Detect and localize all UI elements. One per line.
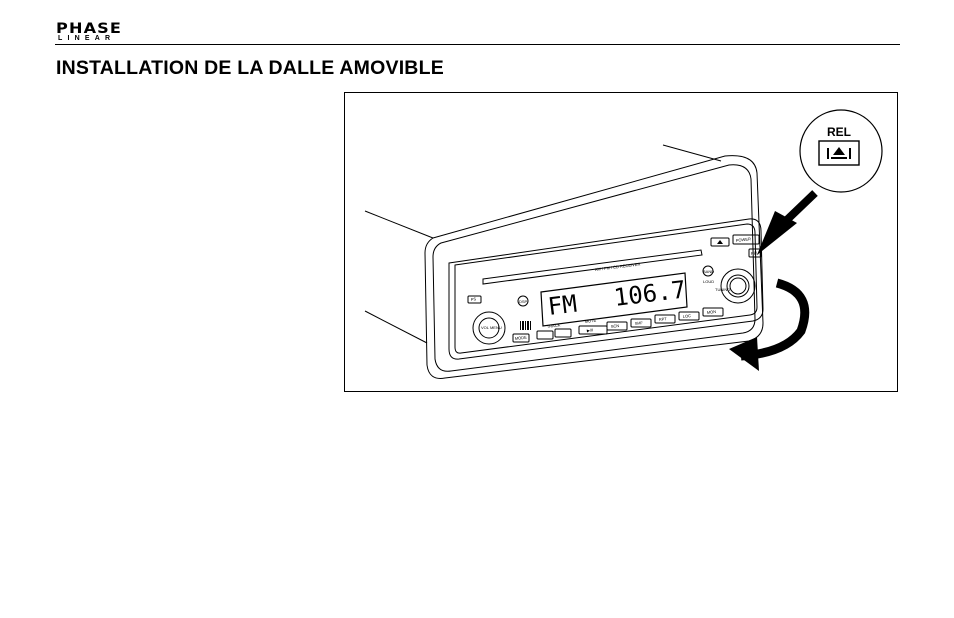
scn-label: SCN [611,323,620,329]
loud-label: LOUD [703,279,714,284]
removal-arrow [729,278,810,371]
faceplate [448,218,764,360]
installation-figure: AM / FM / CD RECEIVER FM 106.7 POWER PS … [344,92,898,392]
chassis-lines [364,144,764,379]
vol-label: VOL MENU [481,325,502,330]
dsp-label: DSP [519,299,528,304]
brand-logo: PHASE LINEAR [56,22,126,44]
barcode-graphic [520,321,531,330]
pointer-arrow [757,190,818,255]
loc-label: LOC [683,313,692,319]
rel-callout: REL [799,109,883,193]
shf-label: SHF [635,320,644,326]
track-label: TRACK [547,322,561,329]
logo-wordmark-top: PHASE [56,21,123,37]
ps-label: PS [471,296,477,302]
rpt-label: RPT [659,316,668,322]
callout-eject-icon [827,147,851,159]
header-rule [55,44,900,45]
eject-icon [717,240,723,244]
rel-small-label: REL [751,250,760,256]
power-label: POWER [736,236,752,243]
mute-label: MUTE [585,318,597,324]
radio-faceplate-illustration: AM / FM / CD RECEIVER FM 106.7 POWER PS … [364,109,883,379]
logo-wordmark-bottom: LINEAR [58,35,116,42]
mode-label: MODE [515,335,528,341]
mon-label: MON [707,309,717,315]
play-label: ▶/II [587,327,594,333]
callout-rel-label: REL [827,125,851,139]
page-title: INSTALLATION DE LA DALLE AMOVIBLE [56,57,444,79]
band-label: BAND [703,269,714,274]
display-band: FM [546,290,578,321]
cd-label: AM / FM / CD RECEIVER [595,261,641,272]
tuning-label: TUNING [715,287,730,292]
